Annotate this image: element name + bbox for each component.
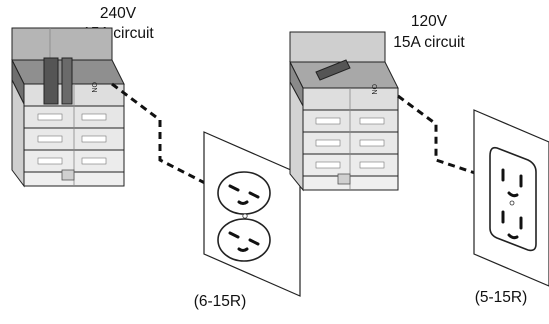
left-receptacle-label: (6-15R)	[194, 293, 247, 310]
right-receptacle-label: (5-15R)	[475, 289, 528, 306]
left-wire	[111, 82, 206, 185]
left-voltage-label: 240V	[100, 5, 137, 22]
left-breaker-panel: ON	[11, 27, 125, 188]
right-receptacle-bottom	[501, 210, 523, 240]
left-receptacle-bottom	[217, 218, 271, 262]
left-plate-screw	[242, 213, 248, 219]
left-wall-plate	[203, 131, 301, 297]
right-handle-label: ON	[370, 84, 377, 95]
right-circuit-label: 15A circuit	[393, 34, 465, 51]
right-breaker-panel: ON	[289, 31, 399, 192]
right-receptacle-body	[489, 146, 537, 252]
right-wire	[397, 94, 491, 180]
right-plate-screw	[509, 200, 515, 206]
right-wall-plate	[473, 109, 549, 287]
right-receptacle-top	[501, 168, 523, 198]
left-receptacle-top	[217, 171, 271, 215]
right-voltage-label: 120V	[411, 13, 448, 30]
left-handle-label: ON	[90, 82, 97, 93]
right-circuit-group: 120V 15A circuit ON	[289, 13, 549, 306]
left-circuit-group: 240V 15A circuit ON	[11, 5, 301, 310]
